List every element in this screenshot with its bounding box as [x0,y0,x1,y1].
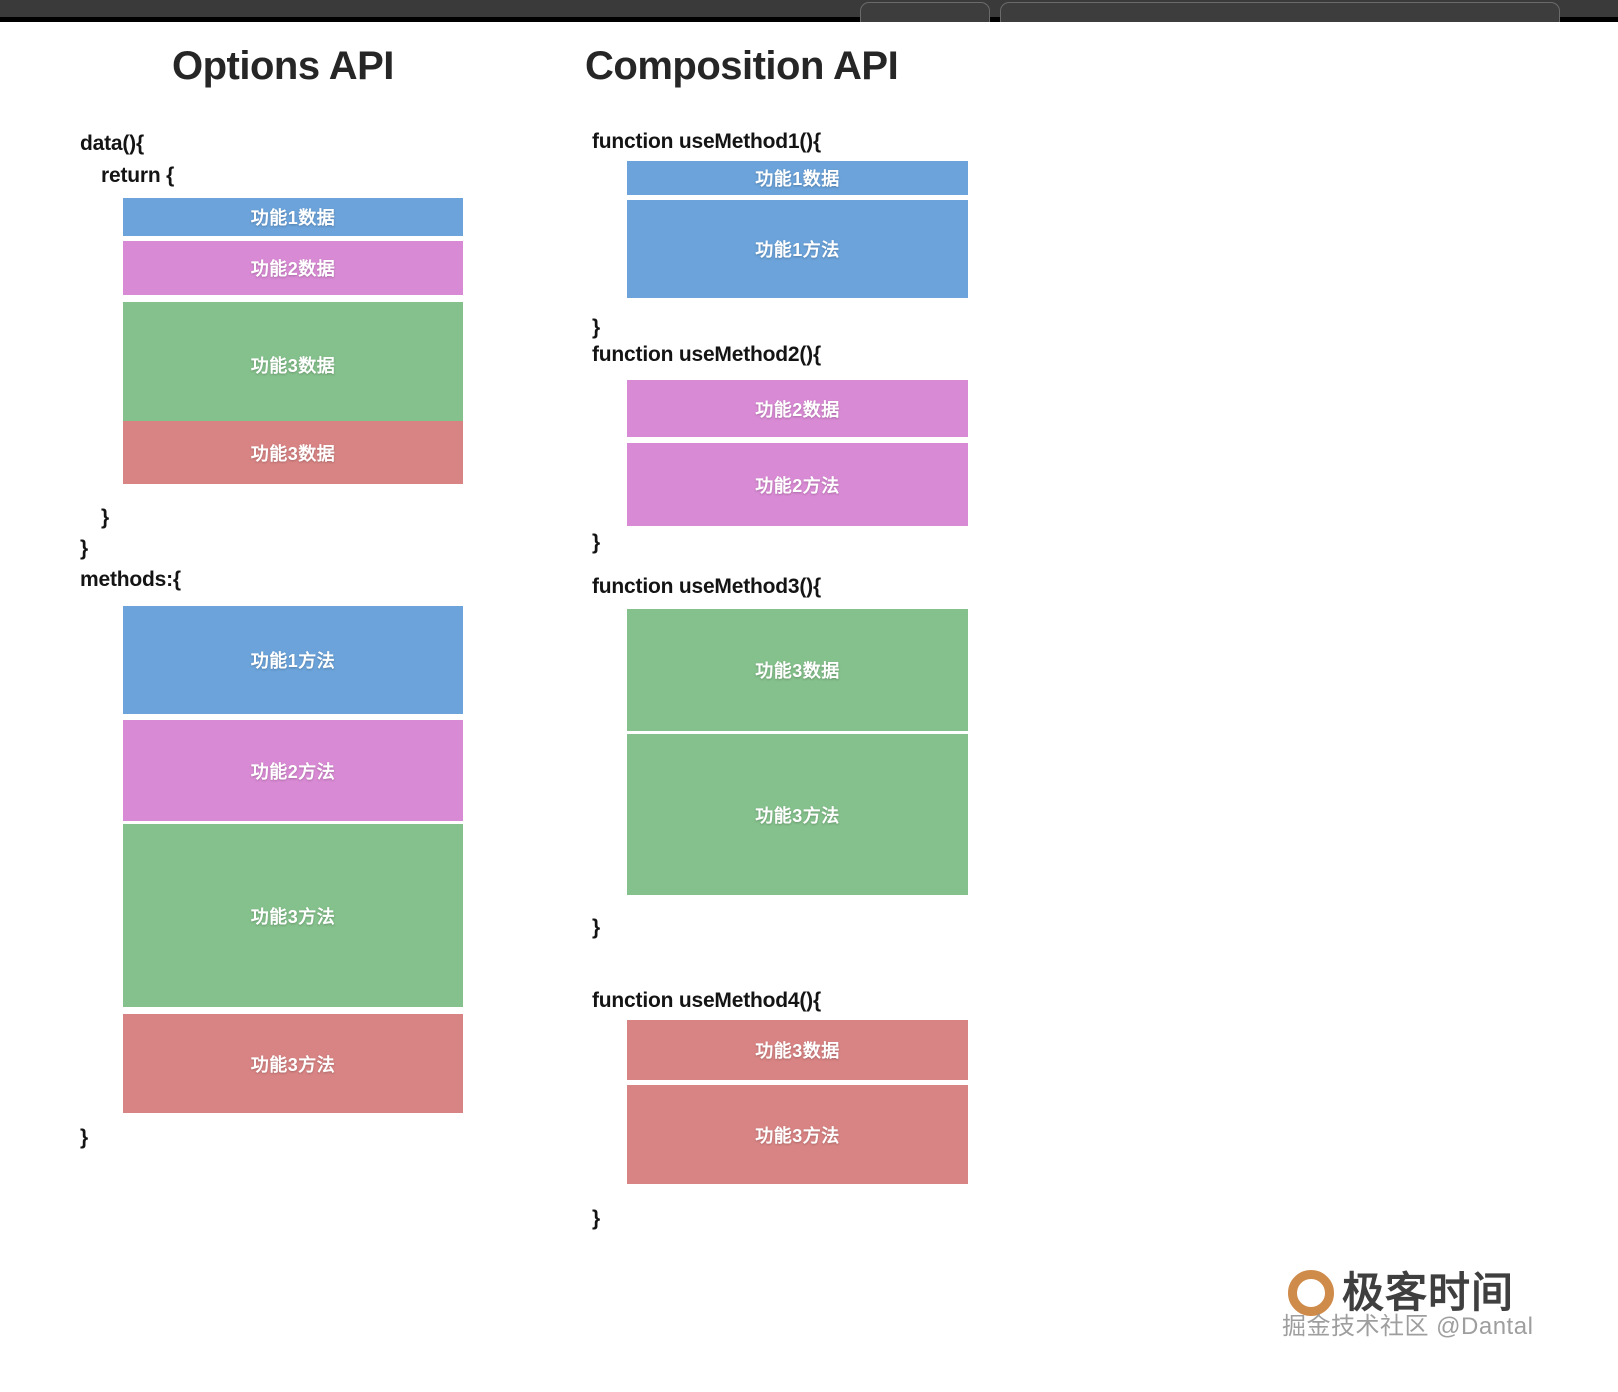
feature-block: 功能1数据 [627,161,968,195]
feature-block: 功能3数据 [627,1020,968,1080]
feature-block: 功能2方法 [627,443,968,526]
browser-tabstrip [0,0,1618,24]
code-line: return { [101,164,175,187]
code-line: function useMethod3(){ [592,575,821,598]
feature-block: 功能3方法 [627,1085,968,1184]
page-title-composition-api: Composition API [585,44,899,88]
feature-block: 功能1方法 [627,200,968,298]
feature-block: 功能3数据 [123,302,463,428]
browser-chrome [0,0,1618,24]
code-line: function useMethod2(){ [592,343,821,366]
code-line: } [80,537,88,560]
code-line: } [101,506,109,529]
geekbang-logo: 极客时间 [1288,1270,1514,1316]
code-line: methods:{ [80,568,181,591]
browser-tab-2[interactable] [1000,2,1560,24]
code-line: function useMethod4(){ [592,989,821,1012]
feature-block: 功能1方法 [123,606,463,714]
site-watermark: 掘金技术社区 @Dantal [1282,1313,1534,1340]
code-line: } [592,316,600,339]
code-line: } [592,1207,600,1230]
feature-block: 功能3方法 [627,734,968,895]
ring-icon [1288,1270,1334,1316]
code-line: function useMethod1(){ [592,130,821,153]
feature-block: 功能2数据 [123,241,463,295]
feature-block: 功能3数据 [123,421,463,484]
code-line: } [80,1126,88,1149]
feature-block: 功能1数据 [123,198,463,236]
feature-block: 功能2方法 [123,720,463,821]
feature-block: 功能2数据 [627,380,968,437]
feature-block: 功能3数据 [627,609,968,731]
feature-block: 功能3方法 [123,824,463,1007]
code-line: data(){ [80,132,144,155]
code-line: } [592,531,600,554]
page-title-options-api: Options API [172,44,394,88]
brand-name: 极客时间 [1342,1269,1515,1316]
browser-tab-1[interactable] [860,2,990,24]
code-line: } [592,916,600,939]
feature-block: 功能3方法 [123,1014,463,1113]
slide-canvas: Options API Composition API data(){ retur… [0,22,1618,1392]
